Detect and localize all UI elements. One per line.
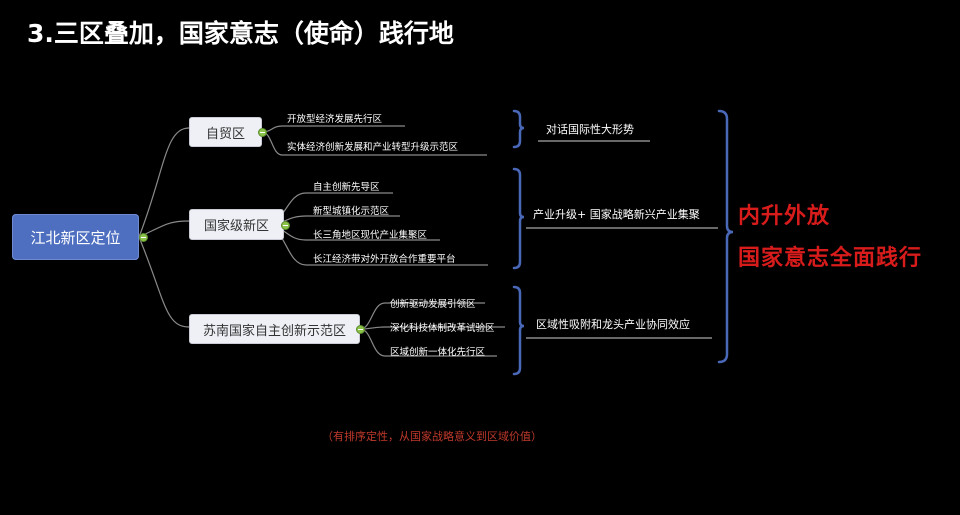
bracket-1 xyxy=(512,109,525,149)
branch-node-label: 自贸区 xyxy=(205,126,245,142)
collapse-toggle-icon[interactable] xyxy=(356,325,365,334)
leaf-item: 实体经济创新发展和产业转型升级示范区 xyxy=(287,142,459,153)
leaf-item: 长江经济带对外开放合作重要平台 xyxy=(313,254,456,265)
conclusion-line-2: 国家意志全面践行 xyxy=(738,246,923,271)
result-label: 产业升级+ 国家战略新兴产业集聚 xyxy=(533,208,700,221)
result-label: 区域性吸附和龙头产业协同效应 xyxy=(536,318,690,331)
branch-node-label: 国家级新区 xyxy=(203,219,269,234)
branch-node-innovation-demo-zone[interactable]: 苏南国家自主创新示范区 xyxy=(189,314,360,344)
branch-node-free-trade-zone[interactable]: 自贸区 xyxy=(189,117,262,147)
collapse-toggle-icon[interactable] xyxy=(258,128,267,137)
leaf-item: 长三角地区现代产业集聚区 xyxy=(313,230,428,241)
collapse-toggle-icon[interactable] xyxy=(281,221,290,230)
leaf-item: 开放型经济发展先行区 xyxy=(287,114,383,125)
leaf-item: 新型城镇化示范区 xyxy=(313,206,390,217)
leaf-item: 区域创新一体化先行区 xyxy=(390,347,486,358)
result-label: 对话国际性大形势 xyxy=(546,123,634,136)
root-node[interactable]: 江北新区定位 xyxy=(12,214,139,260)
leaf-item: 创新驱动发展引领区 xyxy=(390,299,476,310)
collapse-toggle-icon[interactable] xyxy=(139,233,148,242)
root-to-branch-3 xyxy=(138,236,190,328)
conclusion-line-1: 内升外放 xyxy=(738,204,831,229)
footnote: （有排序定性，从国家战略意义到区域价值） xyxy=(322,430,542,443)
branch-node-label: 苏南国家自主创新示范区 xyxy=(202,323,346,339)
leaf-item: 自主创新先导区 xyxy=(313,182,380,193)
root-to-branch-1 xyxy=(138,127,190,238)
leaf-item: 深化科技体制改革试验区 xyxy=(390,323,495,334)
bracket-big xyxy=(717,109,734,364)
bracket-2 xyxy=(512,167,525,270)
page-title: 3.三区叠加，国家意志（使命）践行地 xyxy=(27,19,454,48)
root-node-label: 江北新区定位 xyxy=(30,228,121,247)
branch-node-national-new-area[interactable]: 国家级新区 xyxy=(189,209,284,240)
bracket-3 xyxy=(512,285,525,376)
